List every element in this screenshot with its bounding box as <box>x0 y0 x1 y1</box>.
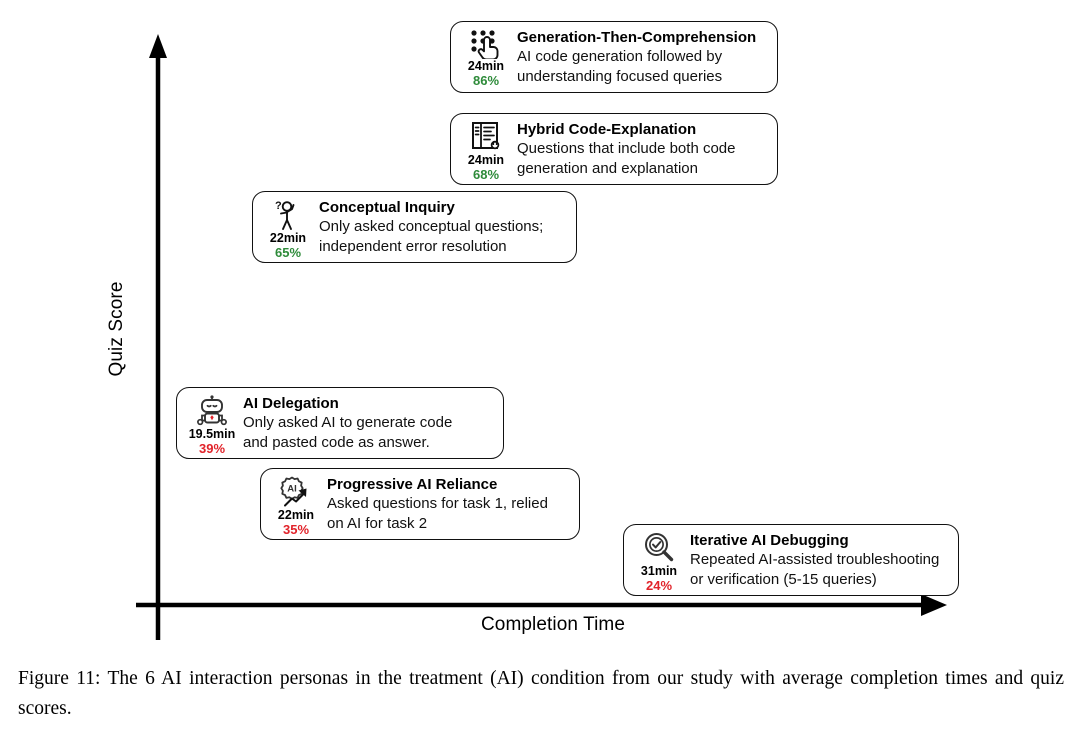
completion-time-label: 31min <box>640 564 678 578</box>
card-text: Conceptual Inquiry Only asked conceptual… <box>316 197 566 257</box>
quiz-score-label: 39% <box>198 441 226 456</box>
persona-title: Iterative AI Debugging <box>690 532 849 549</box>
persona-title: Hybrid Code-Explanation <box>517 121 697 138</box>
completion-time-label: 24min <box>467 59 505 73</box>
quiz-score-label: 65% <box>274 245 302 260</box>
persona-description: Only asked AI to generate code and paste… <box>243 414 453 451</box>
card-text: Generation-Then-Comprehension AI code ge… <box>514 27 767 87</box>
y-axis-arrowhead <box>149 34 167 58</box>
quiz-score-label: 35% <box>282 522 310 537</box>
completion-time-label: 22min <box>269 231 307 245</box>
card-text: Hybrid Code-Explanation Questions that i… <box>514 119 767 179</box>
quiz-score-label: 24% <box>645 578 673 593</box>
completion-time-label: 19.5min <box>188 427 236 441</box>
persona-title: Generation-Then-Comprehension <box>517 29 757 46</box>
svg-text:AI: AI <box>287 484 297 495</box>
ai-trend-up-icon: AI <box>276 476 316 508</box>
quiz-score-label: 86% <box>472 73 500 88</box>
document-code-icon <box>466 121 506 153</box>
persona-card-progressive-ai-reliance[interactable]: AI 22min 35% Progressive AI Reliance Ask… <box>260 468 580 540</box>
persona-title: Conceptual Inquiry <box>319 199 455 216</box>
figure-caption: Figure 11: The 6 AI interaction personas… <box>18 668 1064 719</box>
card-stats: 24min 86% <box>458 27 514 88</box>
axes-svg <box>136 34 947 640</box>
quiz-score-label: 68% <box>472 167 500 182</box>
persona-card-conceptual-inquiry[interactable]: ? 22min 65% Conceptual Inquiry Only aske… <box>252 191 577 263</box>
thinking-person-icon: ? <box>268 199 308 231</box>
svg-text:?: ? <box>275 200 282 212</box>
robot-icon <box>192 395 232 427</box>
card-text: Iterative AI Debugging Repeated AI-assis… <box>687 530 948 590</box>
card-text: Progressive AI Reliance Asked questions … <box>324 474 569 534</box>
card-stats: 19.5min 39% <box>184 393 240 456</box>
persona-description: AI code generation followed by understan… <box>517 48 723 85</box>
persona-description: Repeated AI-assisted troubleshooting or … <box>690 551 940 588</box>
completion-time-label: 22min <box>277 508 315 522</box>
persona-card-iterative-ai-debugging[interactable]: 31min 24% Iterative AI Debugging Repeate… <box>623 524 959 596</box>
cursor-click-icon <box>466 29 506 59</box>
plot-axes: Quiz Score Completion Time <box>106 34 947 640</box>
persona-description: Asked questions for task 1, relied on AI… <box>327 495 548 532</box>
card-stats: 31min 24% <box>631 530 687 593</box>
persona-description: Questions that include both code generat… <box>517 140 736 177</box>
persona-description: Only asked conceptual questions; indepen… <box>319 218 544 255</box>
card-stats: ? 22min 65% <box>260 197 316 260</box>
card-text: AI Delegation Only asked AI to generate … <box>240 393 493 453</box>
y-axis-label: Quiz Score <box>106 281 127 377</box>
x-axis-arrowhead <box>921 594 947 616</box>
x-axis-label: Completion Time <box>480 614 626 635</box>
magnifier-check-icon <box>639 532 679 564</box>
persona-title: Progressive AI Reliance <box>327 476 498 493</box>
persona-card-ai-delegation[interactable]: 19.5min 39% AI Delegation Only asked AI … <box>176 387 504 459</box>
persona-card-generation-then-comprehension[interactable]: 24min 86% Generation-Then-Comprehension … <box>450 21 778 93</box>
completion-time-label: 24min <box>467 153 505 167</box>
persona-card-hybrid-code-explanation[interactable]: 24min 68% Hybrid Code-Explanation Questi… <box>450 113 778 185</box>
card-stats: AI 22min 35% <box>268 474 324 537</box>
card-stats: 24min 68% <box>458 119 514 182</box>
persona-title: AI Delegation <box>243 395 339 412</box>
